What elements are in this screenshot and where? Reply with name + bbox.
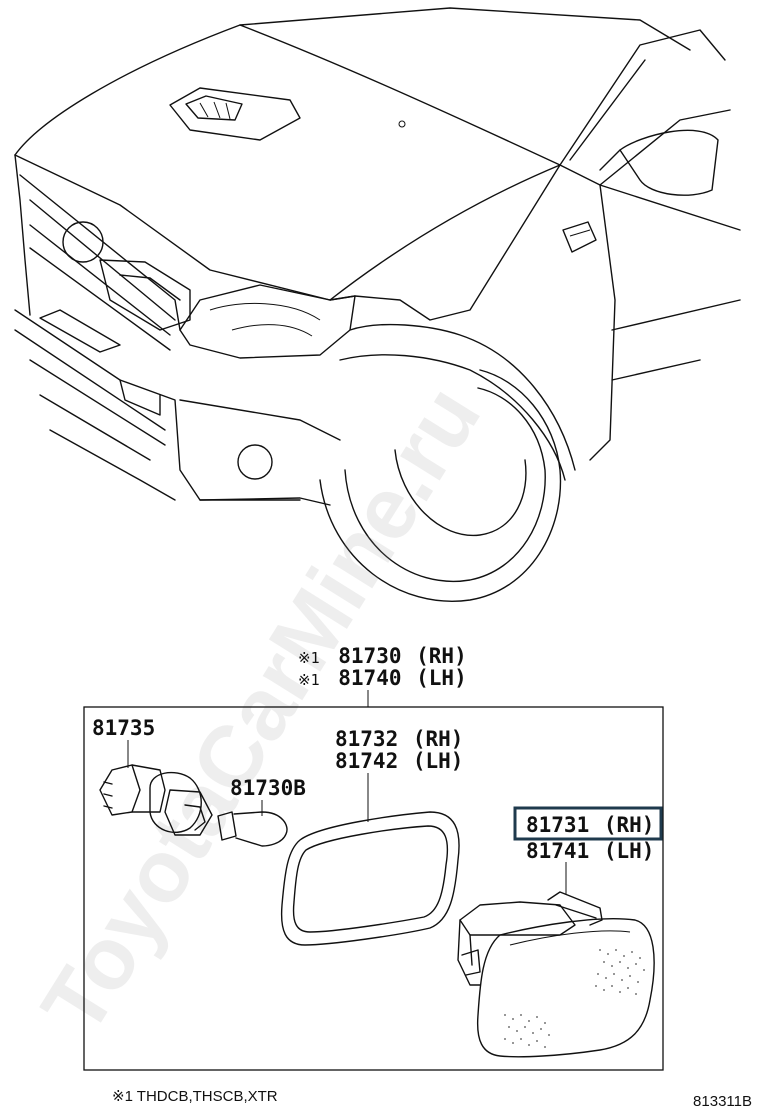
assembly-mark-lh: ※1 [298,671,320,689]
socket-part: 81735 [92,716,213,836]
footnote: ※1 THDCB,THSCB,XTR [112,1088,278,1105]
svg-text:※1 81730 (RH): ※1 81730 (RH) [298,644,467,668]
lens-texture [504,949,645,1048]
lens-lh-part: 81741 [526,839,589,863]
gasket-rh-part: 81732 [335,727,398,751]
svg-text:81741 (LH): 81741 (LH) [526,839,654,863]
assembly-side-lh: (LH) [416,666,467,690]
assembly-part-lh: 81740 [338,666,401,690]
lens-lh-side: (LH) [604,839,655,863]
assembly-mark-rh: ※1 [298,649,320,667]
svg-text:81742 (LH): 81742 (LH) [335,749,463,773]
lens-rh-part: 81731 [526,813,589,837]
lens-part: 81731 (RH) 81741 (LH) [457,806,663,1058]
watermark: ToyotaCarMine.ru [22,369,499,1050]
svg-text:81731 (RH): 81731 (RH) [526,813,654,837]
highlight-box[interactable] [513,806,663,841]
exploded-view-frame [83,706,664,1071]
assembly-side-rh: (RH) [416,644,467,668]
diagram-code: 813311B [693,1093,752,1110]
socket-label: 81735 [92,716,155,740]
svg-text:81732 (RH): 81732 (RH) [335,727,463,751]
gasket-part: 81732 (RH) 81742 (LH) [280,727,463,946]
gasket-lh-side: (LH) [413,749,464,773]
vehicle-illustration [14,7,741,602]
svg-text:※1 81740 (LH): ※1 81740 (LH) [298,666,467,690]
gasket-lh-part: 81742 [335,749,398,773]
bulb-part: 81730B [217,776,306,847]
assembly-callout: ※1 81730 (RH) ※1 81740 (LH) [298,644,467,707]
lens-rh-side: (RH) [604,813,655,837]
gasket-rh-side: (RH) [413,727,464,751]
assembly-part-rh: 81730 [338,644,401,668]
bulb-label: 81730B [230,776,306,800]
